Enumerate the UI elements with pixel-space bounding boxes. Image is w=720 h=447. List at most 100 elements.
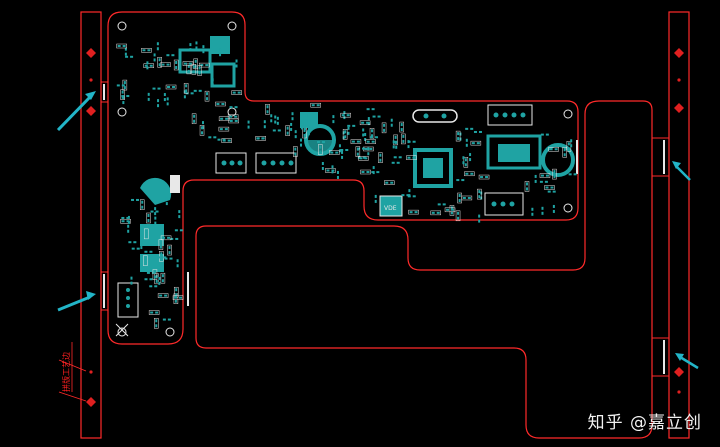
smd-pad (147, 213, 150, 217)
silkscreen-outline (160, 272, 166, 284)
smd-pad (162, 318, 166, 321)
smd-pad (370, 136, 374, 139)
smd-pad (364, 133, 367, 137)
smd-pad (300, 126, 303, 130)
smd-pad (338, 149, 341, 153)
smd-pad (344, 135, 347, 139)
smd-pad (294, 135, 297, 139)
smd-pad (235, 59, 238, 63)
smd-pad (359, 157, 363, 160)
smd-pad (307, 127, 310, 131)
smd-pad (362, 147, 366, 150)
silkscreen-outline (539, 173, 551, 178)
smd-pad (193, 119, 196, 123)
smd-pad (149, 278, 153, 281)
smd-pad (467, 196, 471, 199)
silkscreen-outline (470, 140, 482, 146)
callout-arrow (57, 295, 91, 312)
smd-pad (331, 170, 334, 174)
smd-pad (146, 271, 150, 274)
silkscreen-outline (548, 147, 559, 152)
main-board-outline (107, 11, 579, 345)
connector-j3 (487, 104, 533, 126)
smd-pad (166, 97, 169, 101)
smd-pad (168, 251, 171, 255)
smd-pad (198, 71, 201, 75)
smd-pad (193, 89, 197, 92)
smd-pad (336, 170, 339, 174)
smd-pad (303, 127, 306, 131)
secondary-board-outline (195, 100, 653, 439)
ic-u7 (178, 48, 212, 74)
smd-pad (161, 274, 164, 278)
smd-pad (219, 53, 222, 57)
smd-pad (157, 99, 160, 103)
smd-pad (531, 207, 534, 211)
smd-pad (377, 115, 381, 118)
smd-pad (146, 61, 149, 65)
smd-pad (541, 206, 544, 210)
smd-pad (367, 152, 370, 156)
smd-pad (235, 64, 238, 68)
arrowhead (675, 353, 684, 361)
silkscreen-outline (199, 125, 205, 136)
smd-pad (153, 270, 156, 274)
smd-pad (167, 236, 171, 239)
smd-pad (332, 115, 335, 119)
smd-pad (158, 281, 161, 285)
smd-pad (222, 139, 226, 142)
smd-pad (195, 46, 198, 50)
smd-pad (174, 299, 177, 303)
smd-pad (553, 170, 556, 174)
smd-pad (385, 181, 389, 184)
smd-pad (407, 145, 410, 149)
smd-pad (153, 58, 156, 62)
ic-u3 (140, 224, 164, 246)
breakaway-tab (652, 337, 669, 377)
smd-pad (321, 167, 324, 171)
smd-pad (398, 156, 402, 159)
smd-pad (155, 311, 159, 314)
smd-pad (144, 64, 148, 67)
smd-pad (451, 208, 455, 211)
smd-pad (247, 125, 250, 129)
smd-pad (277, 129, 281, 132)
ic-u9 (210, 36, 230, 54)
smd-pad (147, 218, 150, 222)
smd-pad (341, 114, 345, 117)
smd-pad (371, 108, 375, 111)
smd-pad (127, 220, 130, 224)
smd-pad (383, 123, 386, 127)
smd-pad (152, 87, 156, 90)
smd-pad (341, 150, 344, 154)
smd-pad (141, 200, 144, 204)
smd-pad (347, 124, 351, 127)
smd-pad (140, 246, 143, 250)
silkscreen-outline (399, 121, 404, 133)
smd-pad (178, 210, 181, 214)
smd-pad (465, 127, 469, 130)
smd-pad (157, 104, 160, 108)
connector-j5 (117, 282, 139, 318)
smd-pad (166, 102, 169, 106)
smd-pad (437, 203, 441, 206)
silkscreen-outline (204, 90, 210, 102)
smd-pad (356, 152, 359, 156)
silkscreen-outline (457, 192, 462, 204)
smd-pad (371, 129, 374, 133)
smd-pad (356, 147, 359, 151)
smd-pad (473, 130, 477, 133)
smd-pad (395, 145, 398, 149)
smd-pad (567, 147, 570, 151)
watermark: 知乎 @嘉立创 (587, 413, 702, 433)
smd-pad (175, 237, 179, 240)
smd-pad (412, 156, 416, 159)
silkscreen-outline (360, 169, 371, 175)
smd-pad (144, 261, 147, 265)
silkscreen-outline (358, 156, 369, 161)
smd-pad (456, 179, 460, 182)
smd-pad (131, 247, 135, 250)
smd-pad (294, 147, 297, 151)
smd-pad (412, 195, 416, 198)
smd-pad (401, 194, 405, 197)
